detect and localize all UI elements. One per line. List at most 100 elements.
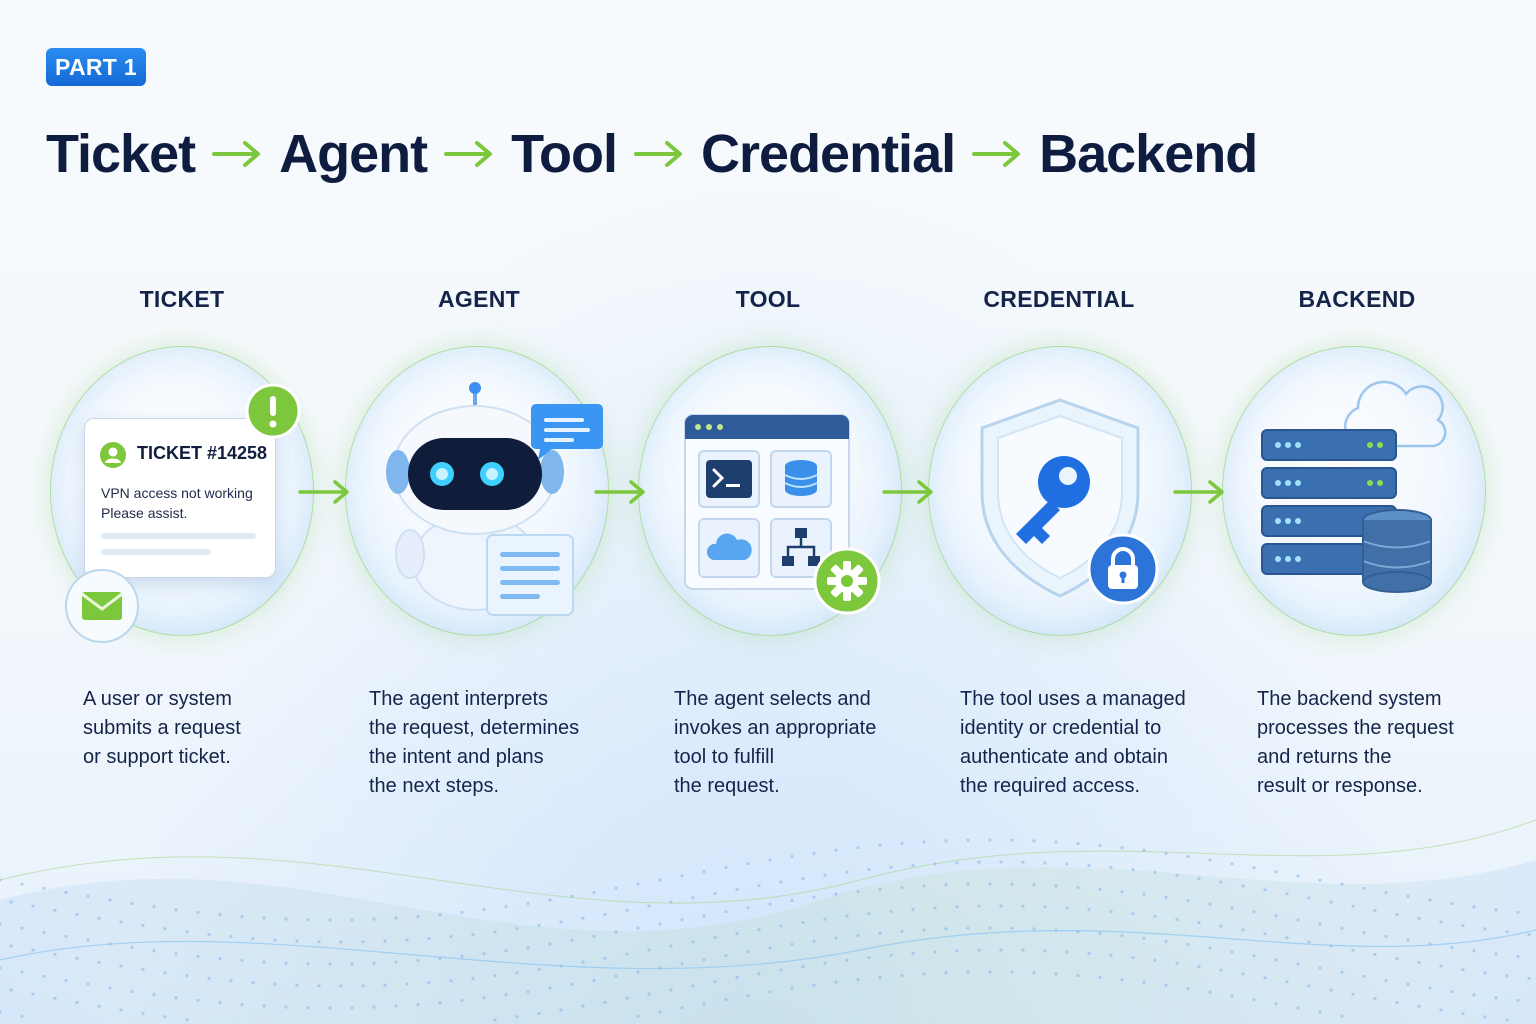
background-dot bbox=[658, 966, 662, 970]
background-dot bbox=[823, 917, 827, 921]
background-dot bbox=[75, 956, 79, 960]
background-dot bbox=[1219, 880, 1223, 884]
background-dot bbox=[900, 841, 904, 846]
background-dot bbox=[801, 876, 805, 881]
background-dot bbox=[1483, 971, 1487, 975]
step-description-backend: The backend system processes the request… bbox=[1257, 685, 1454, 801]
ticket-card-icon: TICKET #14258 VPN access not working Ple… bbox=[84, 418, 276, 578]
background-dot bbox=[1384, 934, 1388, 939]
background-dot bbox=[625, 996, 629, 1000]
background-dot bbox=[229, 979, 233, 983]
background-dot bbox=[691, 984, 695, 988]
background-dot bbox=[658, 922, 662, 926]
right-arrow-icon bbox=[634, 141, 683, 167]
background-dot bbox=[1252, 954, 1256, 958]
background-dot bbox=[163, 971, 167, 975]
desc-line: authenticate and obtain bbox=[960, 746, 1168, 768]
background-dot bbox=[559, 920, 563, 924]
background-dot bbox=[669, 900, 673, 904]
background-dot bbox=[493, 1018, 497, 1022]
background-dot bbox=[482, 908, 486, 912]
background-dot bbox=[460, 910, 464, 914]
background-dot bbox=[64, 978, 68, 982]
background-dot bbox=[603, 1000, 607, 1004]
background-dot bbox=[1417, 1004, 1421, 1008]
desc-line: The tool uses a managed bbox=[960, 688, 1186, 710]
background-dot bbox=[295, 939, 299, 943]
background-dot bbox=[317, 940, 321, 944]
background-dot bbox=[1318, 922, 1322, 926]
background-dot bbox=[1285, 936, 1289, 940]
background-dot bbox=[581, 960, 585, 964]
background-dot bbox=[1054, 972, 1058, 976]
background-dot bbox=[306, 1006, 310, 1010]
background-dot bbox=[1296, 962, 1300, 966]
background-dot bbox=[724, 997, 728, 1002]
desc-line: the intent and plans bbox=[369, 746, 544, 768]
step-title-agent: AGENT bbox=[438, 286, 520, 312]
background-dot bbox=[42, 886, 46, 890]
background-dot bbox=[460, 998, 464, 1002]
background-dot bbox=[1010, 838, 1014, 842]
background-dot bbox=[856, 890, 860, 894]
background-dot bbox=[1351, 904, 1355, 908]
background-dot bbox=[658, 878, 662, 882]
step-description-agent: The agent interprets the request, determ… bbox=[369, 685, 579, 801]
background-dot bbox=[537, 967, 541, 972]
background-dot bbox=[449, 935, 453, 939]
background-dot bbox=[1384, 890, 1388, 895]
background-dot bbox=[779, 968, 783, 972]
cloud-icon bbox=[1343, 380, 1447, 448]
background-dot bbox=[163, 927, 167, 931]
ticket-line-2: Please assist. bbox=[101, 505, 188, 521]
background-dot bbox=[746, 950, 750, 954]
background-dot bbox=[449, 979, 453, 983]
background-dot bbox=[702, 958, 706, 962]
background-dot bbox=[0, 878, 2, 882]
background-dot bbox=[1340, 1014, 1344, 1018]
background-dot bbox=[636, 970, 640, 974]
background-dot bbox=[482, 996, 486, 1000]
background-dot bbox=[1252, 866, 1256, 870]
background-dot bbox=[735, 975, 739, 980]
background-dot bbox=[713, 980, 717, 984]
background-dot bbox=[834, 980, 838, 984]
step-title-tool: TOOL bbox=[735, 286, 801, 312]
background-dot bbox=[680, 918, 684, 922]
background-dot bbox=[1098, 843, 1102, 848]
background-dot bbox=[878, 887, 882, 891]
background-dot bbox=[339, 940, 343, 944]
background-dot bbox=[790, 942, 794, 947]
background-dot bbox=[42, 930, 46, 934]
background-dot bbox=[636, 1014, 640, 1018]
step-description-credential: The tool uses a managed identity or cred… bbox=[960, 685, 1186, 801]
background-dot bbox=[1263, 932, 1267, 936]
background-dot bbox=[328, 962, 332, 966]
background-dot bbox=[108, 986, 112, 990]
background-dot bbox=[603, 956, 607, 960]
desc-line: The backend system bbox=[1257, 688, 1442, 710]
background-dot bbox=[1318, 1010, 1322, 1014]
background-dot bbox=[1065, 950, 1069, 954]
background-dot bbox=[955, 861, 959, 865]
background-dot bbox=[174, 952, 178, 956]
background-dot bbox=[31, 948, 35, 952]
background-dot bbox=[1230, 906, 1234, 910]
background-dot bbox=[735, 931, 739, 936]
background-dot bbox=[724, 953, 728, 958]
background-dot bbox=[1131, 868, 1135, 872]
desc-line: processes the request bbox=[1257, 717, 1454, 739]
background-dot bbox=[1208, 902, 1212, 906]
right-arrow-icon bbox=[444, 141, 493, 167]
background-dot bbox=[240, 958, 244, 963]
background-dot bbox=[504, 905, 508, 909]
background-dot bbox=[790, 986, 794, 991]
ticket-id: TICKET #14258 bbox=[137, 443, 268, 463]
background-dot bbox=[1120, 934, 1124, 938]
background-dot bbox=[1296, 874, 1300, 878]
desc-line: the required access. bbox=[960, 775, 1141, 797]
background-dot bbox=[691, 940, 695, 944]
background-dot bbox=[559, 1008, 563, 1012]
background-dot bbox=[691, 896, 695, 900]
background-dot bbox=[1439, 1008, 1443, 1012]
